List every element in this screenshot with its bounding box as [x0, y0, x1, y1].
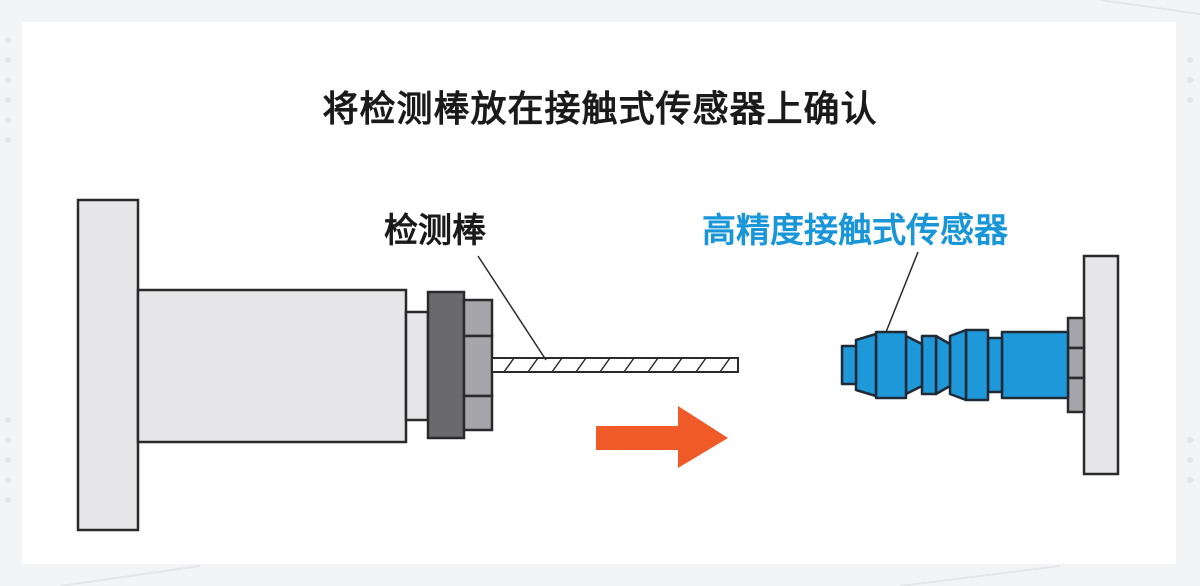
sensor-nut	[1066, 316, 1086, 414]
rod-label: 检测棒	[384, 211, 486, 251]
hex-nut	[462, 298, 494, 432]
rod-leader-line	[477, 255, 547, 361]
clamp-nut	[426, 290, 466, 440]
sensor-label: 高精度接触式传感器	[702, 211, 1008, 251]
contact-sensor	[840, 328, 1070, 402]
test-rod	[491, 357, 739, 373]
sensor-leader-line	[885, 251, 919, 333]
spindle-body	[136, 288, 408, 444]
right-mounting-plate	[1082, 254, 1120, 476]
right-arrow-icon	[596, 406, 728, 468]
spindle-collar	[404, 310, 430, 422]
page-title: 将检测棒放在接触式传感器上确认	[322, 89, 878, 130]
left-mounting-plate	[76, 198, 140, 532]
